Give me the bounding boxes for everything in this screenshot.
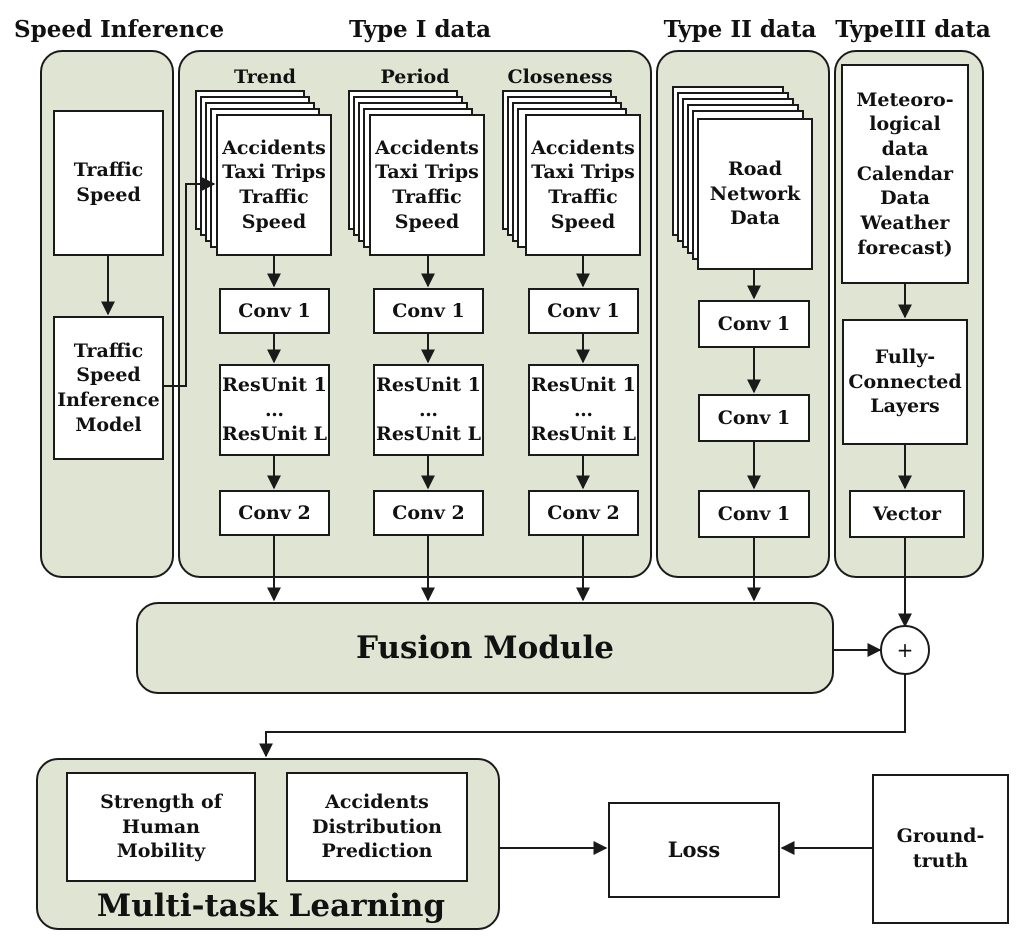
period-resunit-box: ResUnit 1 … ResUnit L xyxy=(373,364,484,456)
road-network-data-box: Road Network Data xyxy=(697,118,813,270)
strength-of-human-mobility-box: Strength of Human Mobility xyxy=(66,772,256,882)
header-type3-data: TypeIII data xyxy=(835,16,991,43)
closeness-data-box: Accidents Taxi Trips Traffic Speed xyxy=(525,114,641,256)
traffic-speed-box: Traffic Speed xyxy=(53,110,164,256)
period-data-box: Accidents Taxi Trips Traffic Speed xyxy=(369,114,485,256)
period-conv2-box: Conv 2 xyxy=(373,490,484,536)
traffic-speed-inference-model-box: Traffic Speed Inference Model xyxy=(53,316,164,460)
trend-conv1-box: Conv 1 xyxy=(219,288,330,334)
column-title-period: Period xyxy=(380,66,450,88)
ground-truth-box: Ground- truth xyxy=(872,774,1009,924)
header-speed-inference: Speed Inference xyxy=(14,16,225,43)
arrow-model-to-trend xyxy=(164,177,216,387)
type2-conv1-box-a: Conv 1 xyxy=(698,300,810,348)
header-type1-data: Type I data xyxy=(349,16,491,43)
column-title-trend: Trend xyxy=(234,66,296,88)
closeness-conv2-box: Conv 2 xyxy=(528,490,639,536)
vector-box: Vector xyxy=(849,490,965,538)
trend-conv2-box: Conv 2 xyxy=(219,490,330,536)
header-type2-data: Type II data xyxy=(663,16,817,43)
closeness-conv1-box: Conv 1 xyxy=(528,288,639,334)
multitask-learning-label: Multi-task Learning xyxy=(96,888,446,924)
period-conv1-box: Conv 1 xyxy=(373,288,484,334)
trend-data-box: Accidents Taxi Trips Traffic Speed xyxy=(216,114,332,256)
sum-node xyxy=(880,625,930,675)
fully-connected-layers-box: Fully- Connected Layers xyxy=(842,319,968,445)
arrow-plus-multitask xyxy=(259,674,906,758)
type2-conv1-box-c: Conv 1 xyxy=(698,490,810,538)
column-title-closeness: Closeness xyxy=(507,66,613,88)
accidents-distribution-prediction-box: Accidents Distribution Prediction xyxy=(286,772,468,882)
type2-conv1-box-b: Conv 1 xyxy=(698,394,810,442)
fusion-module-panel xyxy=(136,602,834,694)
closeness-resunit-box: ResUnit 1 … ResUnit L xyxy=(528,364,639,456)
sum-node-plus: + xyxy=(897,638,914,662)
fusion-module-label: Fusion Module xyxy=(356,630,614,666)
loss-box: Loss xyxy=(608,802,780,898)
trend-resunit-box: ResUnit 1 … ResUnit L xyxy=(219,364,330,456)
meteorological-data-box: Meteoro- logical data Calendar Data Weat… xyxy=(841,64,969,284)
